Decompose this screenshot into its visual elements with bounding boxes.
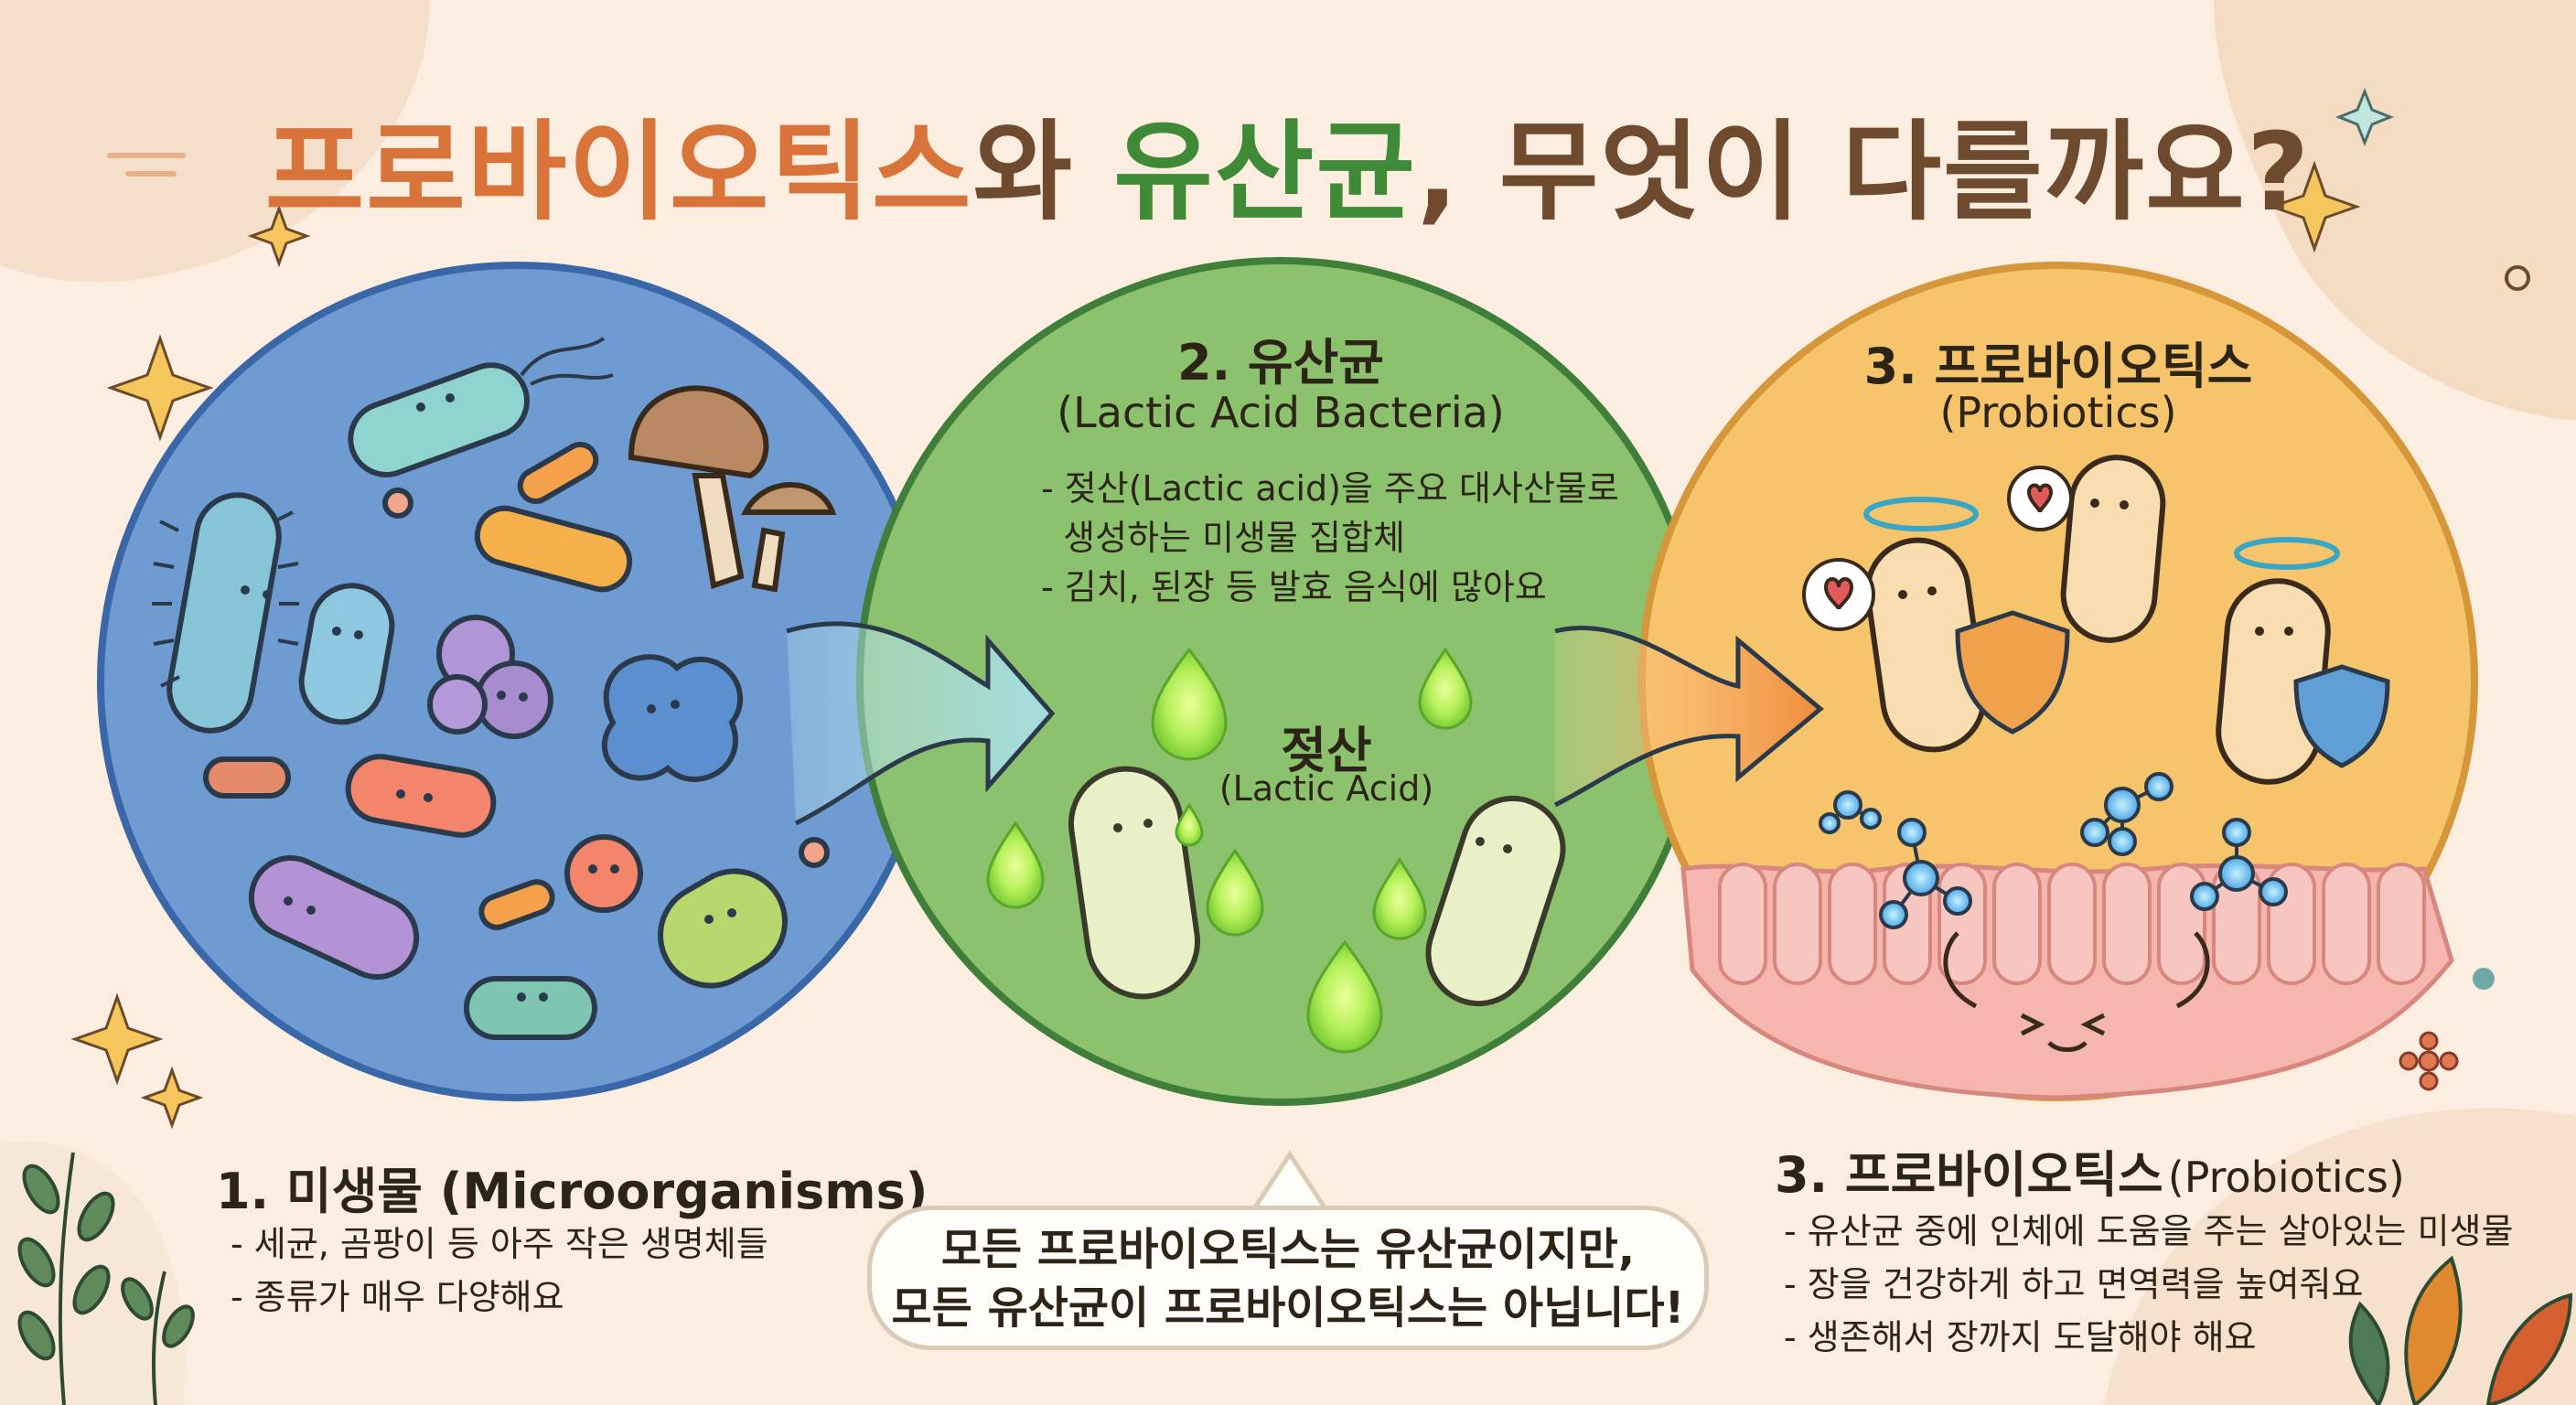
mushroom-icon bbox=[628, 385, 837, 593]
probiotics-heading: 3. 프로바이오틱스 (Probiotics) bbox=[1775, 1134, 2405, 1207]
title-question: , 무엇이 다를까요? bbox=[1416, 109, 2312, 235]
microorganisms-bullet-1: - 세균, 곰팡이 등 아주 작은 생명체들 bbox=[231, 1224, 768, 1264]
halo-icon bbox=[1863, 497, 2340, 570]
arrow-icon bbox=[786, 621, 1056, 826]
probiotics-bullet-3: - 생존해서 장까지 도달해야 해요 bbox=[1784, 1317, 2257, 1357]
bg-blob-topright bbox=[2214, 0, 2576, 421]
bacteria-face bbox=[1898, 499, 2293, 636]
lactic-bullet-2: 생성하는 미생물 집합체 bbox=[1041, 518, 1405, 558]
cilia bbox=[152, 337, 614, 688]
title-probiotics: 프로바이오틱스 bbox=[264, 109, 973, 235]
callout-text: 모든 프로바이오틱스는 유산균이지만, 모든 유산균이 프로바이오틱스는 아닙니… bbox=[867, 1220, 1709, 1337]
page-title: 프로바이오틱스와 유산균, 무엇이 다를까요? bbox=[0, 84, 2576, 241]
probiotics-subheading-top: (Probiotics) bbox=[1939, 388, 2177, 437]
probiotics-heading-top: 3. 프로바이오틱스 bbox=[1863, 338, 2253, 395]
bacteria-face bbox=[241, 393, 736, 1002]
shield-icon bbox=[1955, 610, 2390, 768]
microorganisms-bullet-2: - 종류가 매우 다양해요 bbox=[231, 1277, 564, 1317]
droplet-icon bbox=[986, 647, 1473, 1054]
flower-icon bbox=[2399, 1031, 2459, 1091]
callout-tail bbox=[1249, 1150, 1331, 1213]
heart-icon bbox=[1802, 466, 2073, 631]
decor-dot bbox=[2473, 968, 2495, 990]
leaf-icon bbox=[17, 1152, 2573, 1405]
molecule-icon bbox=[1819, 772, 2288, 929]
intestine-arrows bbox=[1943, 931, 2210, 1009]
arrow-icon bbox=[1553, 625, 1824, 808]
decor-ring bbox=[2505, 265, 2530, 291]
lactic-heading: 2. 유산균 bbox=[1177, 334, 1384, 391]
lactic-bacteria-icon bbox=[1068, 766, 1566, 1007]
intestine-face bbox=[2020, 1013, 2106, 1052]
probiotic-bacteria-icon bbox=[1864, 455, 2331, 785]
bacteria-face bbox=[1113, 819, 1512, 853]
bacteria-icon bbox=[166, 362, 830, 1040]
bg-blob-topleft bbox=[0, 0, 430, 283]
lactic-subheading: (Lactic Acid Bacteria) bbox=[1057, 388, 1505, 437]
lactic-acid-label: 젖산 bbox=[1281, 722, 1372, 779]
microorganisms-heading: 1. 미생물 (Microorganisms) bbox=[216, 1163, 928, 1220]
title-connector: 와 bbox=[972, 109, 1114, 235]
callout-line-1: 모든 프로바이오틱스는 유산균이지만, bbox=[940, 1224, 1636, 1275]
title-lactic: 유산균 bbox=[1113, 109, 1417, 235]
probiotics-bullet-2: - 장을 건강하게 하고 면역력을 높여줘요 bbox=[1784, 1264, 2364, 1304]
probiotics-heading-ko: 3. 프로바이오틱스 bbox=[1775, 1146, 2163, 1204]
sparkle-icon bbox=[70, 160, 2361, 1130]
probiotics-heading-en: (Probiotics) bbox=[2167, 1153, 2405, 1202]
lactic-bullet-3: - 김치, 된장 등 발효 음식에 많아요 bbox=[1041, 567, 1547, 607]
decor-dashes bbox=[107, 153, 186, 177]
sparkle-icon bbox=[2334, 87, 2395, 147]
callout-bubble bbox=[867, 1206, 1709, 1350]
lactic-bullet-1: - 젖산(Lactic acid)을 주요 대사산물로 bbox=[1041, 468, 1619, 509]
probiotics-bullet-1: - 유산균 중에 인체에 도움을 주는 살아있는 미생물 bbox=[1784, 1211, 2514, 1251]
callout-line-2: 모든 유산균이 프로바이오틱스는 아닙니다! bbox=[891, 1282, 1685, 1334]
lactic-acid-sub: (Lactic Acid) bbox=[1218, 768, 1434, 809]
